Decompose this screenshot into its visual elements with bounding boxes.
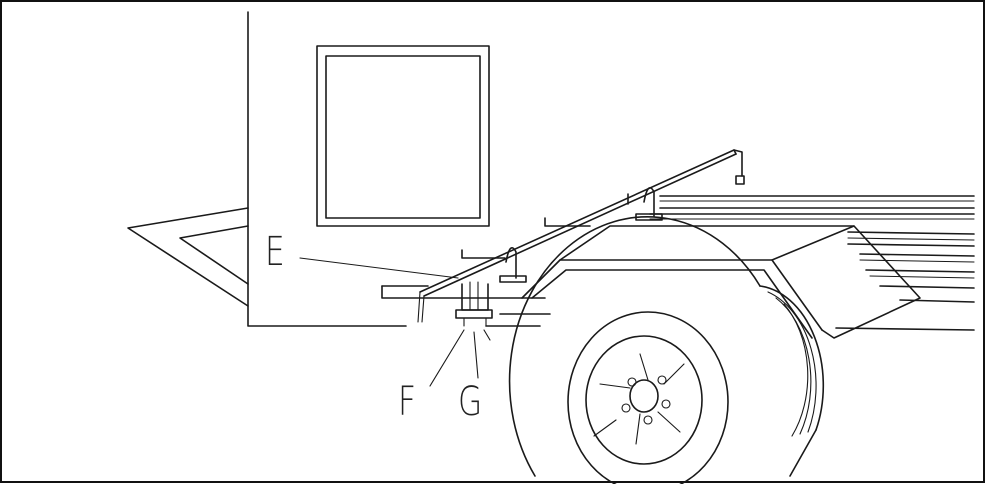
leader-line-f: [429, 329, 465, 387]
rim-outer: [567, 311, 729, 484]
leader-line-g: [473, 331, 479, 379]
label-f: F: [398, 379, 416, 425]
wheel: [508, 216, 825, 484]
leader-line-e: [299, 257, 459, 279]
clamp-bracket: [455, 281, 493, 327]
window-frame: [316, 45, 490, 227]
leader-line-g2: [483, 329, 491, 341]
handrail-bar: [417, 149, 745, 323]
rim-inner: [585, 335, 703, 465]
window-pane: [325, 55, 481, 219]
fender: [521, 225, 921, 339]
label-e: E: [265, 229, 285, 275]
frame-rails: [381, 193, 975, 331]
label-g: G: [458, 379, 483, 425]
hub: [629, 379, 659, 413]
trailer-body: [127, 11, 541, 327]
